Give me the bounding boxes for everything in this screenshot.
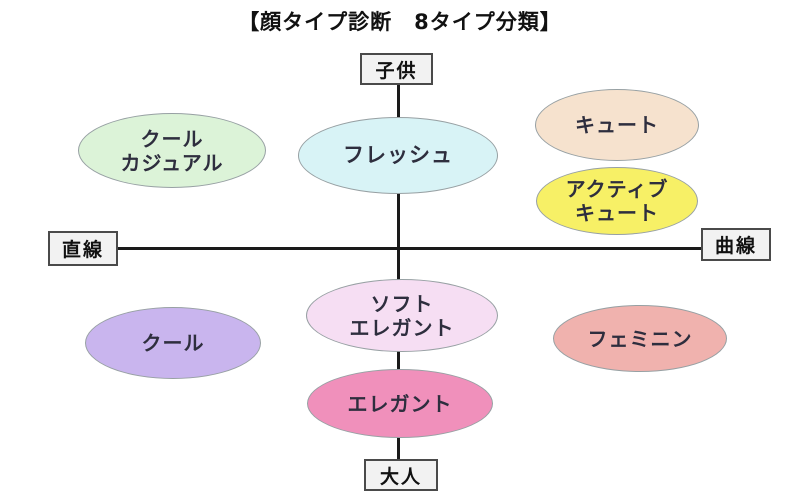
horizontal-axis-line xyxy=(117,247,702,250)
vertical-axis-line xyxy=(397,84,400,461)
type-ellipse-feminine: フェミニン xyxy=(553,305,727,372)
type-ellipse-soft-elegant: ソフト エレガント xyxy=(306,279,498,352)
type-ellipse-cool: クール xyxy=(85,307,261,379)
type-ellipse-fresh: フレッシュ xyxy=(298,117,498,194)
axis-label-adult: 大人 xyxy=(364,459,438,491)
axis-label-curve: 曲線 xyxy=(701,228,771,261)
type-ellipse-elegant: エレガント xyxy=(307,369,493,438)
type-ellipse-cool-casual: クール カジュアル xyxy=(78,113,266,188)
type-ellipse-active-cute: アクティブ キュート xyxy=(536,167,698,235)
type-ellipse-cute: キュート xyxy=(535,89,699,161)
axis-label-child: 子供 xyxy=(360,53,433,85)
axis-label-straight: 直線 xyxy=(48,231,118,266)
diagram-title: 【顔タイプ診断 8タイプ分類】 xyxy=(238,10,562,34)
